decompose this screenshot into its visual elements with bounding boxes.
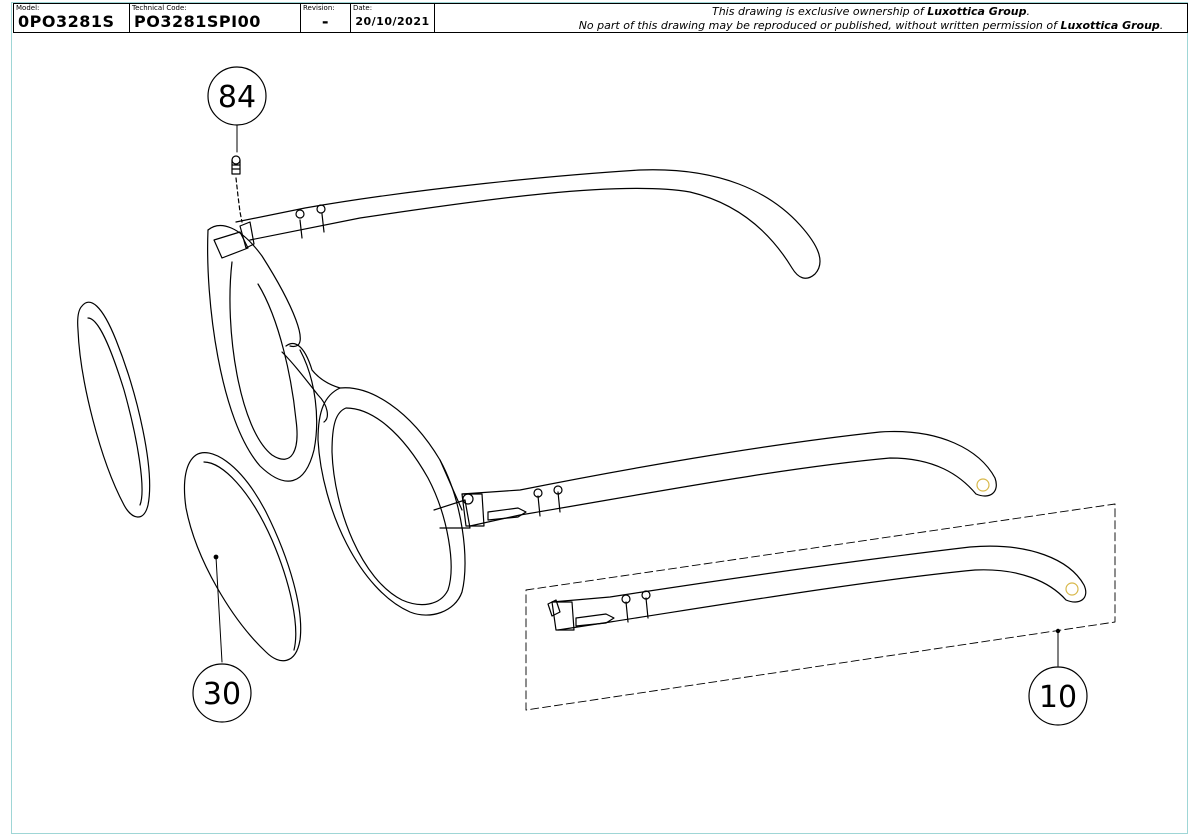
revision-value: -	[321, 12, 330, 31]
date-cell: Date: 20/10/2021	[351, 3, 435, 33]
ownership-line-2-prefix: No part of this drawing may be reproduce…	[578, 18, 1061, 32]
technical-code-label: Technical Code:	[132, 4, 187, 12]
callout-30-leader	[215, 556, 223, 663]
front-frame	[207, 225, 471, 616]
revision-label: Revision:	[303, 4, 335, 12]
technical-code-cell: Technical Code: PO3281SPI00	[130, 3, 301, 33]
callout-84: 84	[207, 66, 267, 126]
revision-cell: Revision: -	[301, 3, 351, 33]
ownership-line-2: No part of this drawing may be reproduce…	[579, 19, 1164, 33]
ownership-line-2-suffix: .	[1159, 18, 1164, 32]
ownership-line-1: This drawing is exclusive ownership of L…	[712, 5, 1030, 19]
lens-30	[183, 452, 302, 662]
callout-10-label: 10	[1039, 680, 1077, 715]
rear-temple	[235, 169, 821, 279]
temple-10-detail	[525, 503, 1116, 711]
callout-30: 30	[192, 663, 252, 723]
ownership-notice: This drawing is exclusive ownership of L…	[435, 3, 1188, 33]
screw-84	[231, 155, 243, 223]
lens-rear	[77, 301, 151, 518]
ownership-line-1-suffix: .	[1026, 4, 1031, 18]
ownership-line-2-company: Luxottica Group	[1060, 18, 1160, 32]
callout-30-label: 30	[203, 677, 241, 712]
model-cell: Model: 0PO3281S	[13, 3, 130, 33]
technical-code-value: PO3281SPI00	[134, 12, 261, 31]
date-label: Date:	[353, 4, 373, 12]
model-label: Model:	[16, 4, 40, 12]
drawing-sheet-border	[11, 2, 1188, 834]
model-value: 0PO3281S	[18, 12, 115, 31]
title-block: Model: 0PO3281S Technical Code: PO3281SP…	[13, 3, 1188, 33]
ownership-line-1-prefix: This drawing is exclusive ownership of	[711, 4, 928, 18]
ownership-line-1-company: Luxottica Group	[927, 4, 1027, 18]
date-value: 20/10/2021	[355, 15, 430, 28]
callout-10: 10	[1028, 666, 1088, 726]
front-temple	[461, 430, 997, 527]
callout-84-label: 84	[218, 80, 256, 115]
